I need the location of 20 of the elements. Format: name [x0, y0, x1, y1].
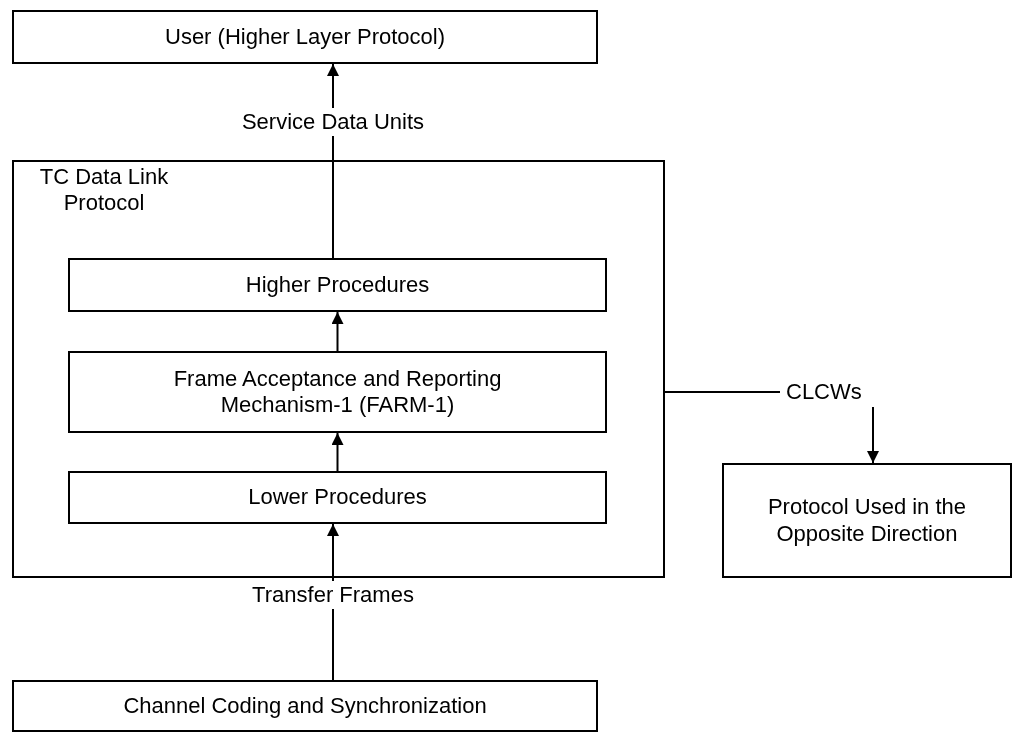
connector-line [664, 391, 781, 393]
process-box [68, 351, 607, 433]
edge-label: Transfer Frames [249, 581, 417, 609]
process-box [12, 680, 598, 732]
box-label: Higher Procedures [244, 271, 431, 299]
process-box [12, 10, 598, 64]
box-label: Protocol Used in the Opposite Direction [766, 494, 968, 547]
process-box [722, 463, 1012, 578]
box-label: User (Higher Layer Protocol) [164, 23, 446, 51]
box-label: Lower Procedures [247, 484, 428, 511]
process-box [68, 471, 607, 524]
box-label: Channel Coding and Synchronization [122, 692, 488, 720]
arrow [867, 406, 879, 464]
box-label: TC Data Link Protocol [38, 163, 170, 217]
process-box [68, 258, 607, 312]
arrow [331, 432, 344, 472]
protocol-group-box [12, 160, 665, 578]
box-label: Frame Acceptance and Reporting Mechanism-1 (FARM-1) [172, 365, 503, 419]
node-label: CLCWs [785, 378, 863, 406]
arrow [331, 311, 344, 352]
